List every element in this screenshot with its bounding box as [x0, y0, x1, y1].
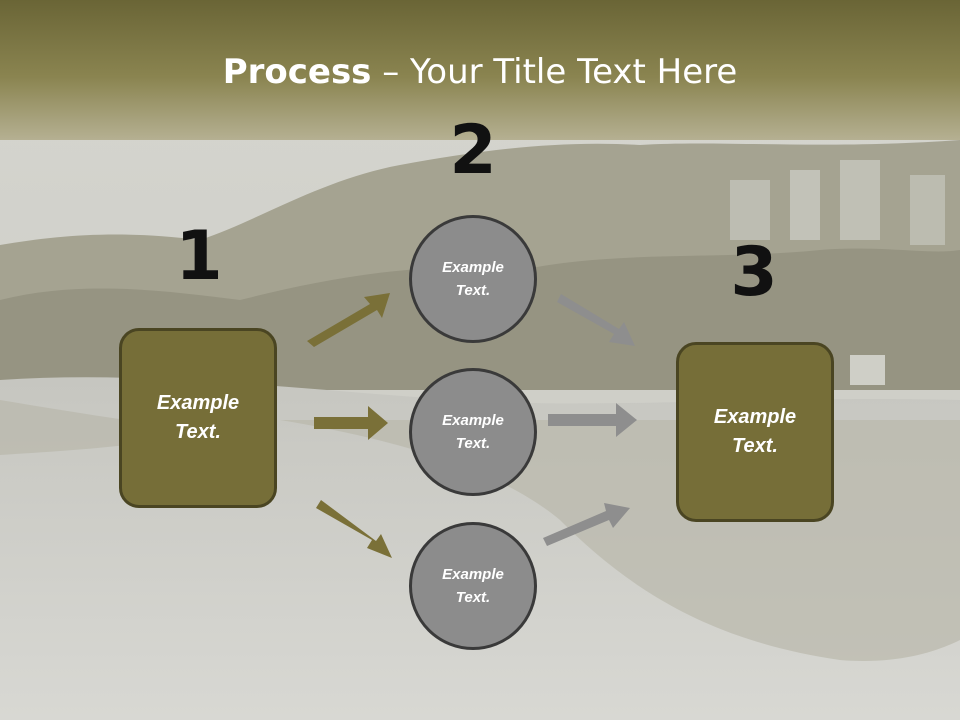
step-1-box: Example Text. — [119, 328, 277, 508]
step-3-box: Example Text. — [676, 342, 834, 522]
step-2-circle-top: Example Text. — [409, 215, 537, 343]
step-number-3: 3 — [730, 233, 778, 312]
step-number-2: 2 — [449, 111, 497, 190]
step-2-circle-bottom: Example Text. — [409, 522, 537, 650]
page-title: Process – Your Title Text Here — [0, 52, 960, 92]
step-number-1: 1 — [175, 217, 223, 296]
step-2-circle-middle: Example Text. — [409, 368, 537, 496]
title-bold: Process — [222, 52, 372, 92]
title-rest: – Your Title Text Here — [371, 52, 738, 92]
